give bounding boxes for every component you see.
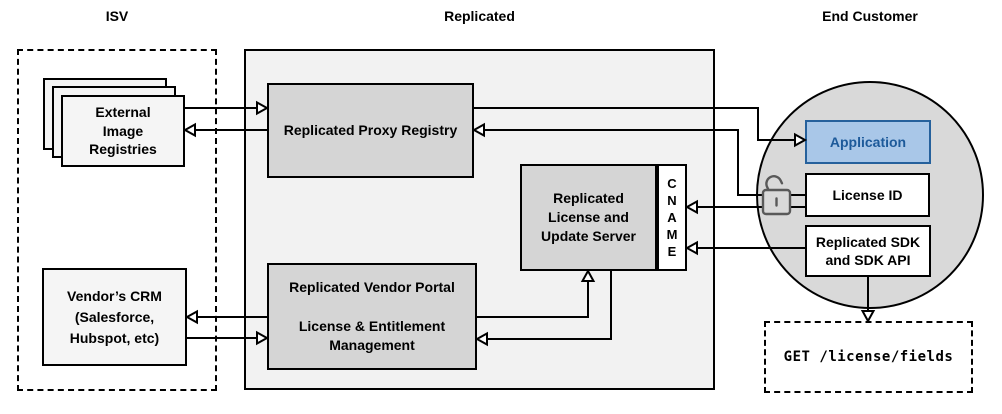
node-get-license-fields: GET /license/fields (764, 321, 973, 393)
cname-strip: C N A M E (657, 164, 687, 271)
section-label-replicated: Replicated (444, 8, 515, 24)
section-label-isv: ISV (105, 8, 129, 24)
node-application: Application (805, 120, 931, 164)
node-replicated-sdk: Replicated SDK and SDK API (805, 225, 931, 277)
node-license-id: License ID (805, 173, 930, 217)
node-replicated-vendor-portal: Replicated Vendor Portal License & Entit… (267, 263, 477, 370)
arrowhead-into-get (860, 310, 876, 324)
node-external-image-registries: External Image Registries (61, 95, 185, 167)
node-vendors-crm: Vendor’s CRM (Salesforce, Hubspot, etc) (42, 268, 187, 366)
node-replicated-license-update-server: Replicated License and Update Server (520, 164, 657, 271)
node-replicated-proxy-registry: Replicated Proxy Registry (267, 83, 474, 178)
section-label-end-customer: End Customer (822, 8, 918, 24)
